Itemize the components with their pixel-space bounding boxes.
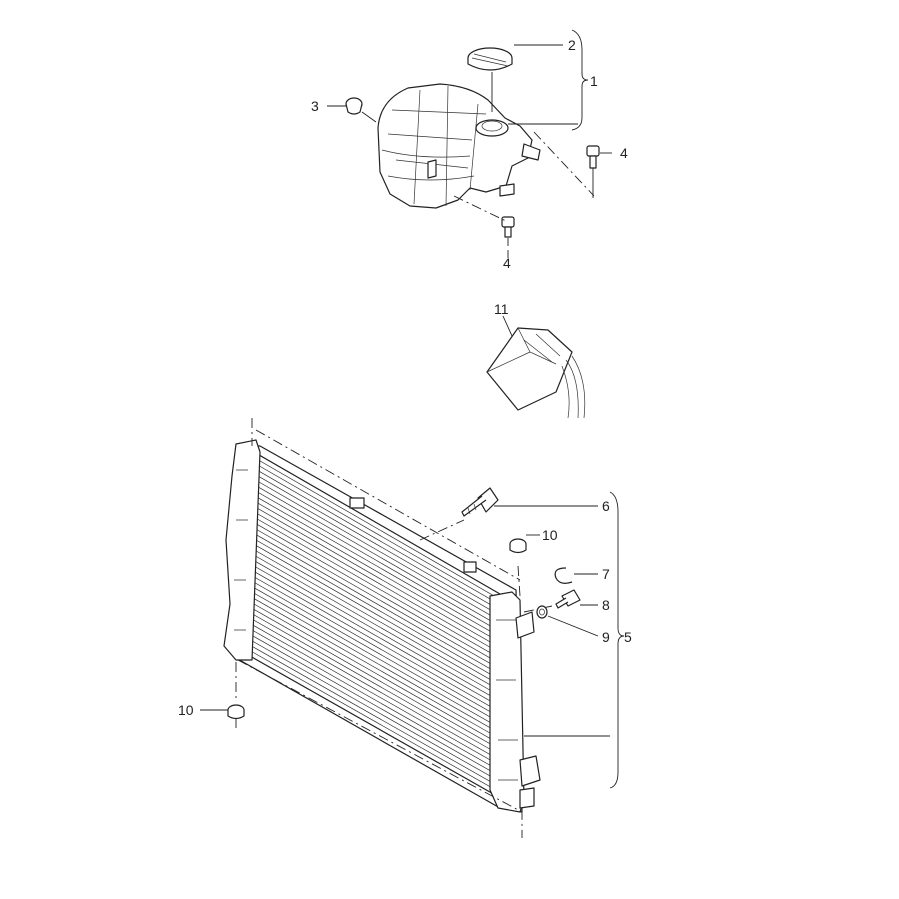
callout-7: 7 (602, 566, 610, 582)
callout-5: 5 (624, 629, 632, 645)
rubber-mount-lower (227, 704, 245, 720)
o-ring (536, 605, 548, 619)
expansion-tank (377, 83, 541, 209)
screw-lower (501, 216, 515, 238)
retaining-clip (554, 567, 573, 584)
callout-11: 11 (494, 301, 509, 317)
callout-4-upper: 4 (620, 145, 628, 161)
callout-1: 1 (590, 73, 598, 89)
callout-4-lower: 4 (503, 255, 511, 271)
callout-8: 8 (602, 597, 610, 613)
screw-upper (586, 145, 600, 198)
callout-10-upper: 10 (542, 527, 558, 543)
callout-2: 2 (568, 37, 576, 53)
radiator (223, 439, 541, 813)
rubber-mount-upper (509, 538, 527, 554)
plug (345, 97, 363, 115)
drain-plug (461, 487, 499, 517)
callout-9: 9 (602, 629, 610, 645)
temperature-sender (555, 589, 581, 609)
leader-lines (200, 29, 625, 789)
filler-cap (467, 47, 513, 71)
callout-3: 3 (311, 98, 319, 114)
callout-10-lower: 10 (178, 702, 194, 718)
sensor-cover (486, 327, 586, 419)
callout-6: 6 (602, 498, 610, 514)
